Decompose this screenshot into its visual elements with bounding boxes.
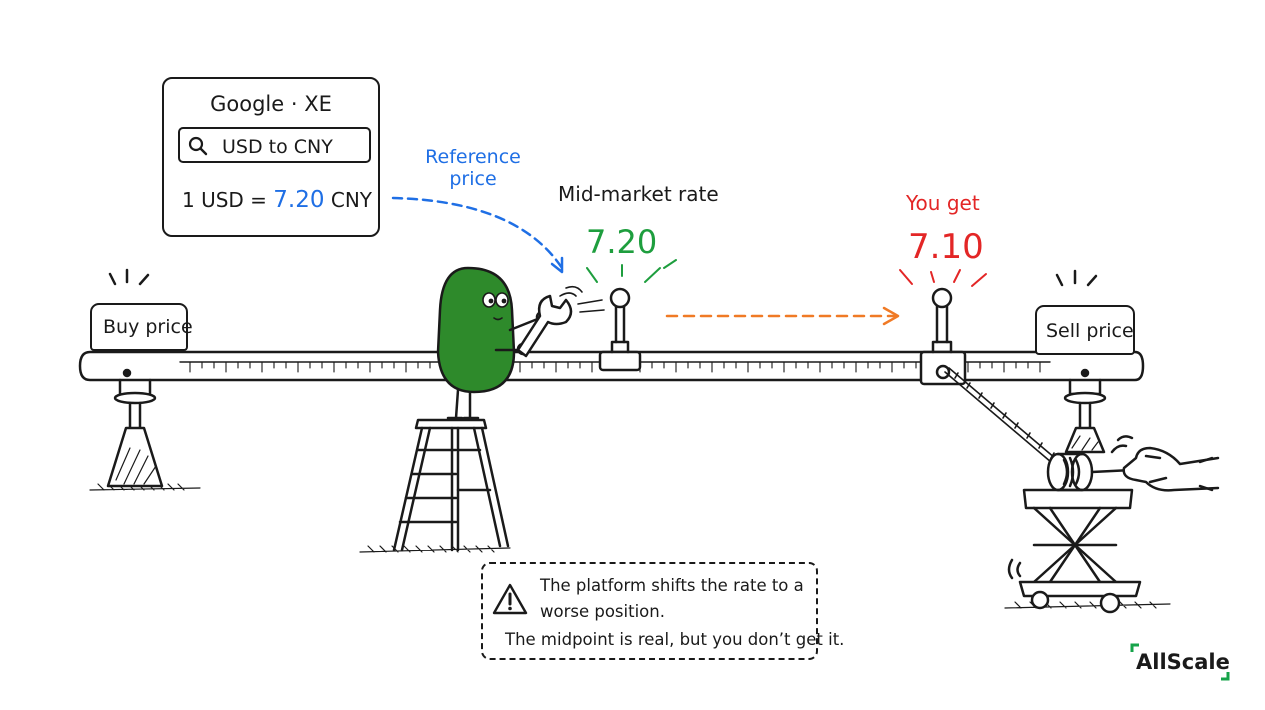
hand-icon: [1110, 435, 1220, 492]
you-get-sparks: [899, 269, 987, 287]
search-query: USD to CNY: [222, 136, 333, 158]
note-line-3: The midpoint is real, but you don’t get …: [505, 630, 845, 649]
sell-price-label: Sell price: [1046, 320, 1134, 342]
rate-suffix: CNY: [324, 188, 373, 212]
reference-price-label: Reference price: [425, 146, 521, 190]
search-card-title: Google · XE: [210, 92, 332, 116]
warning-icon: [492, 583, 528, 615]
rate-line: 1 USD = 7.20 CNY: [182, 189, 372, 212]
sell-price-pad: [1035, 305, 1135, 355]
you-get-slider: [919, 287, 967, 386]
sell-price-stand: [1055, 269, 1107, 454]
pulling-rope: [944, 367, 1063, 469]
mid-rate-sparks: [586, 259, 677, 283]
mid-market-value: 7.20: [586, 223, 658, 261]
winch-lift: [1007, 452, 1142, 614]
search-card: Google · XE USD to CNY 1 USD = 7.20 CNY: [162, 77, 380, 237]
buy-price-stand: [106, 268, 164, 488]
note-line-1: The platform shifts the rate to a: [540, 576, 804, 595]
rate-prefix: 1 USD =: [182, 188, 274, 212]
you-get-value: 7.10: [908, 227, 984, 267]
buy-price-pad: [90, 303, 188, 351]
wrench-icon: [516, 285, 605, 358]
mid-market-slider: [598, 287, 642, 372]
brand-logo-icon: [1130, 643, 1230, 681]
search-icon: [188, 136, 208, 156]
note-line-2: worse position.: [540, 602, 665, 621]
rate-value: 7.20: [273, 187, 325, 213]
ladder: [392, 418, 510, 552]
mid-market-label: Mid-market rate: [558, 182, 719, 206]
search-input[interactable]: USD to CNY: [178, 127, 371, 163]
brand-name: AllScale: [1136, 650, 1230, 674]
reference-arrow: [391, 196, 564, 270]
you-get-label: You get: [906, 191, 980, 215]
buy-price-label: Buy price: [103, 316, 193, 338]
character: [436, 266, 549, 420]
note-box: The platform shifts the rate to a worse …: [481, 562, 844, 660]
